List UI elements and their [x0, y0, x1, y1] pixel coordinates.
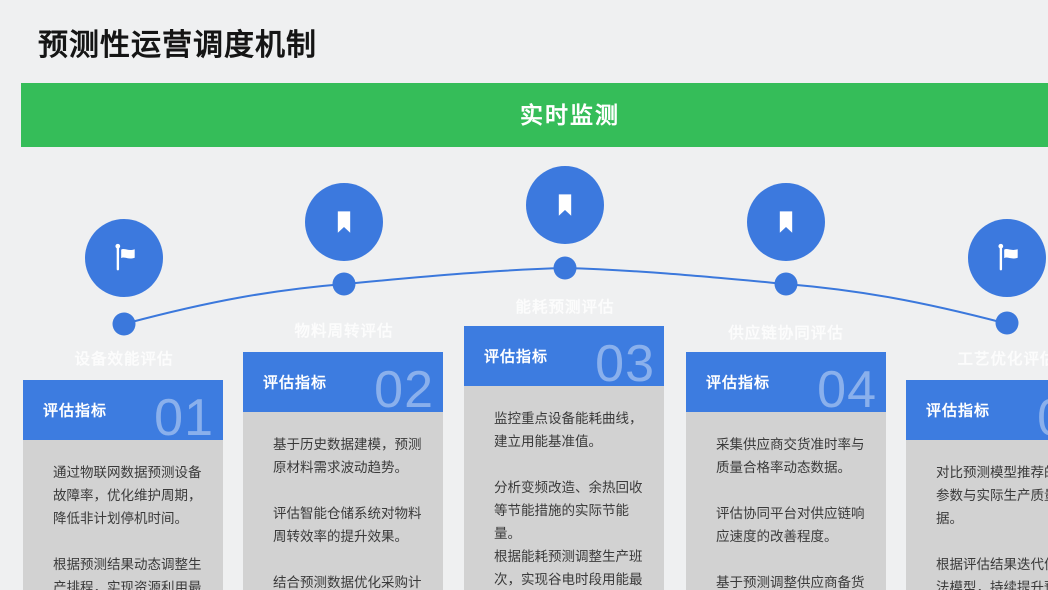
milestone-dot — [332, 272, 356, 296]
milestone-dot — [553, 256, 577, 280]
bookmark-icon — [779, 211, 793, 233]
milestone-circle — [85, 219, 163, 297]
milestone-circle — [305, 183, 383, 261]
card-body: 监控重点设备能耗曲线，建立用能基准值。 分析变频改造、余热回收等节能措施的实际节… — [464, 386, 664, 590]
evaluation-card: 评估指标 05 对比预测模型推荐的工艺参数与实际生产质量数据。 根据评估结果迭代… — [906, 380, 1048, 590]
card-body: 基于历史数据建模，预测原材料需求波动趋势。 评估智能仓储系统对物料周转效率的提升… — [243, 412, 443, 590]
milestone-circle — [747, 183, 825, 261]
milestone-circle — [526, 166, 604, 244]
evaluation-card: 评估指标 01 通过物联网数据预测设备故障率，优化维护周期，降低非计划停机时间。… — [23, 380, 223, 590]
card-number: 03 — [595, 335, 655, 386]
card-number: 02 — [374, 361, 434, 412]
flag-icon — [115, 243, 135, 271]
milestone-label: 供应链协同评估 — [728, 325, 844, 342]
card-header: 评估指标 02 — [243, 352, 443, 412]
card-number: 01 — [154, 389, 214, 440]
banner-label: 实时监测 — [520, 102, 620, 128]
milestone-circle — [968, 219, 1046, 297]
milestone-label: 能耗预测评估 — [515, 299, 615, 316]
card-header: 评估指标 03 — [464, 326, 664, 386]
flag-icon — [998, 243, 1018, 271]
card-header-label: 评估指标 — [484, 348, 549, 366]
card-body: 采集供应商交货准时率与质量合格率动态数据。 评估协同平台对供应链响应速度的改善程… — [686, 412, 886, 590]
card-body: 通过物联网数据预测设备故障率，优化维护周期，降低非计划停机时间。 根据预测结果动… — [23, 440, 223, 590]
card-header-label: 评估指标 — [706, 374, 771, 392]
card-header: 评估指标 01 — [23, 380, 223, 440]
milestone-dot — [774, 272, 798, 296]
evaluation-card: 评估指标 04 采集供应商交货准时率与质量合格率动态数据。 评估协同平台对供应链… — [686, 352, 886, 590]
evaluation-card: 评估指标 02 基于历史数据建模，预测原材料需求波动趋势。 评估智能仓储系统对物… — [243, 352, 443, 590]
card-header-label: 评估指标 — [263, 374, 328, 392]
page-title: 预测性运营调度机制 — [38, 29, 317, 62]
card-header: 评估指标 05 — [906, 380, 1048, 440]
card-header-label: 评估指标 — [926, 402, 991, 420]
milestone-label: 工艺优化评估 — [957, 351, 1048, 368]
card-body: 对比预测模型推荐的工艺参数与实际生产质量数据。 根据评估结果迭代优化算法模型，持… — [906, 440, 1048, 590]
card-number: 05 — [1037, 388, 1048, 440]
card-header: 评估指标 04 — [686, 352, 886, 412]
milestone-label: 设备效能评估 — [74, 351, 174, 368]
bookmark-icon — [558, 194, 572, 216]
bookmark-icon — [337, 211, 351, 233]
card-header-label: 评估指标 — [43, 402, 108, 420]
evaluation-card: 评估指标 03 监控重点设备能耗曲线，建立用能基准值。 分析变频改造、余热回收等… — [464, 326, 664, 590]
card-number: 04 — [817, 361, 877, 412]
milestone-label: 物料周转评估 — [294, 323, 394, 340]
milestone-dot — [112, 312, 136, 336]
banner-realtime-monitoring: 实时监测 — [21, 83, 1048, 147]
milestone-dot — [995, 311, 1019, 335]
